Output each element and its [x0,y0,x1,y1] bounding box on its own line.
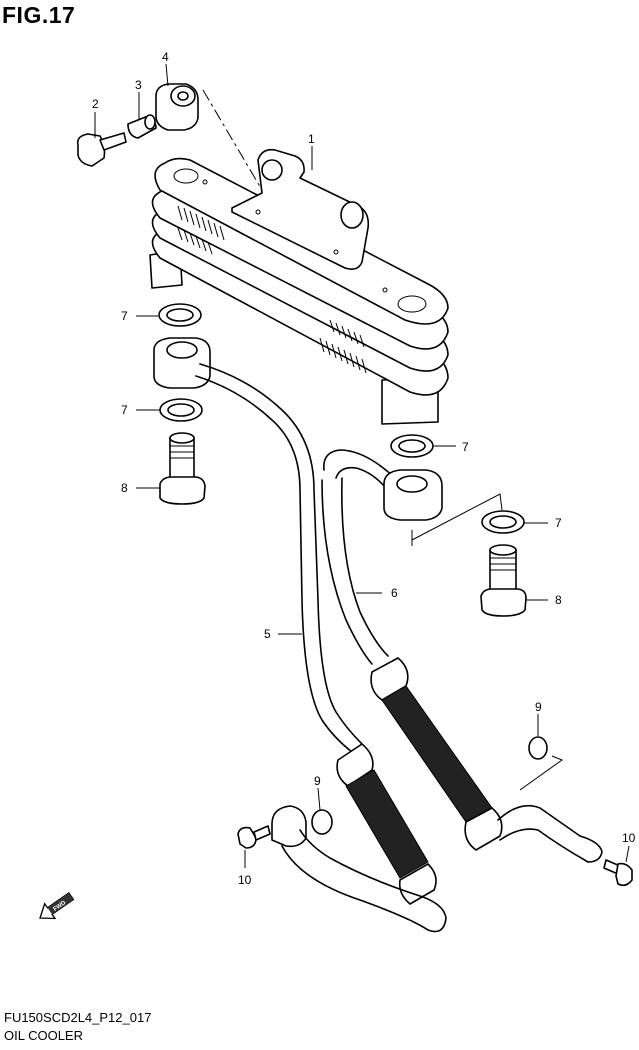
figure-title: FIG.17 [2,2,76,28]
o-ring-lower-right[interactable] [481,510,525,534]
leader-lines [94,63,630,868]
callout-7-lower-right: 7 [555,516,562,530]
union-bolt-right[interactable] [480,544,527,617]
screw-left[interactable] [237,825,271,849]
collar-part-3[interactable] [127,114,157,139]
oil-cooler-core[interactable] [149,148,449,425]
callout-10-right: 10 [622,831,636,845]
callout-2: 2 [92,97,99,111]
union-bolt-left[interactable] [159,432,206,505]
reference-line-clamp [519,755,564,791]
diagram-caption: OIL COOLER [4,1028,83,1043]
hose-bracket[interactable] [271,805,447,933]
forward-arrow-icon: FWD [39,892,75,920]
callout-7-middle-left: 7 [121,403,128,417]
callout-4: 4 [162,50,169,64]
clamp-left[interactable] [311,809,333,835]
assembly-line [202,89,263,191]
callout-5: 5 [264,627,271,641]
callout-10-left: 10 [238,873,252,887]
bolt-part-2[interactable] [76,132,127,167]
reference-line-right [411,493,503,541]
callout-9-left: 9 [314,774,321,788]
callout-8-left: 8 [121,481,128,495]
o-ring-upper-right[interactable] [390,434,434,458]
o-ring-upper-left[interactable] [158,303,202,327]
callout-9-right: 9 [535,700,542,714]
inlet-hose-part-6[interactable] [321,449,603,863]
callout-7-upper-left: 7 [121,309,128,323]
outlet-hose-part-5[interactable] [153,337,437,905]
callout-3: 3 [135,78,142,92]
diagram-code: FU150SCD2L4_P12_017 [4,1010,152,1025]
callout-1: 1 [308,132,315,146]
callout-7-upper-right: 7 [462,440,469,454]
o-ring-middle-left[interactable] [159,398,203,422]
screw-right[interactable] [603,859,633,887]
callout-6: 6 [391,586,398,600]
clamp-right[interactable] [528,736,548,760]
callout-8-right: 8 [555,593,562,607]
cushion-part-4[interactable] [155,83,199,131]
